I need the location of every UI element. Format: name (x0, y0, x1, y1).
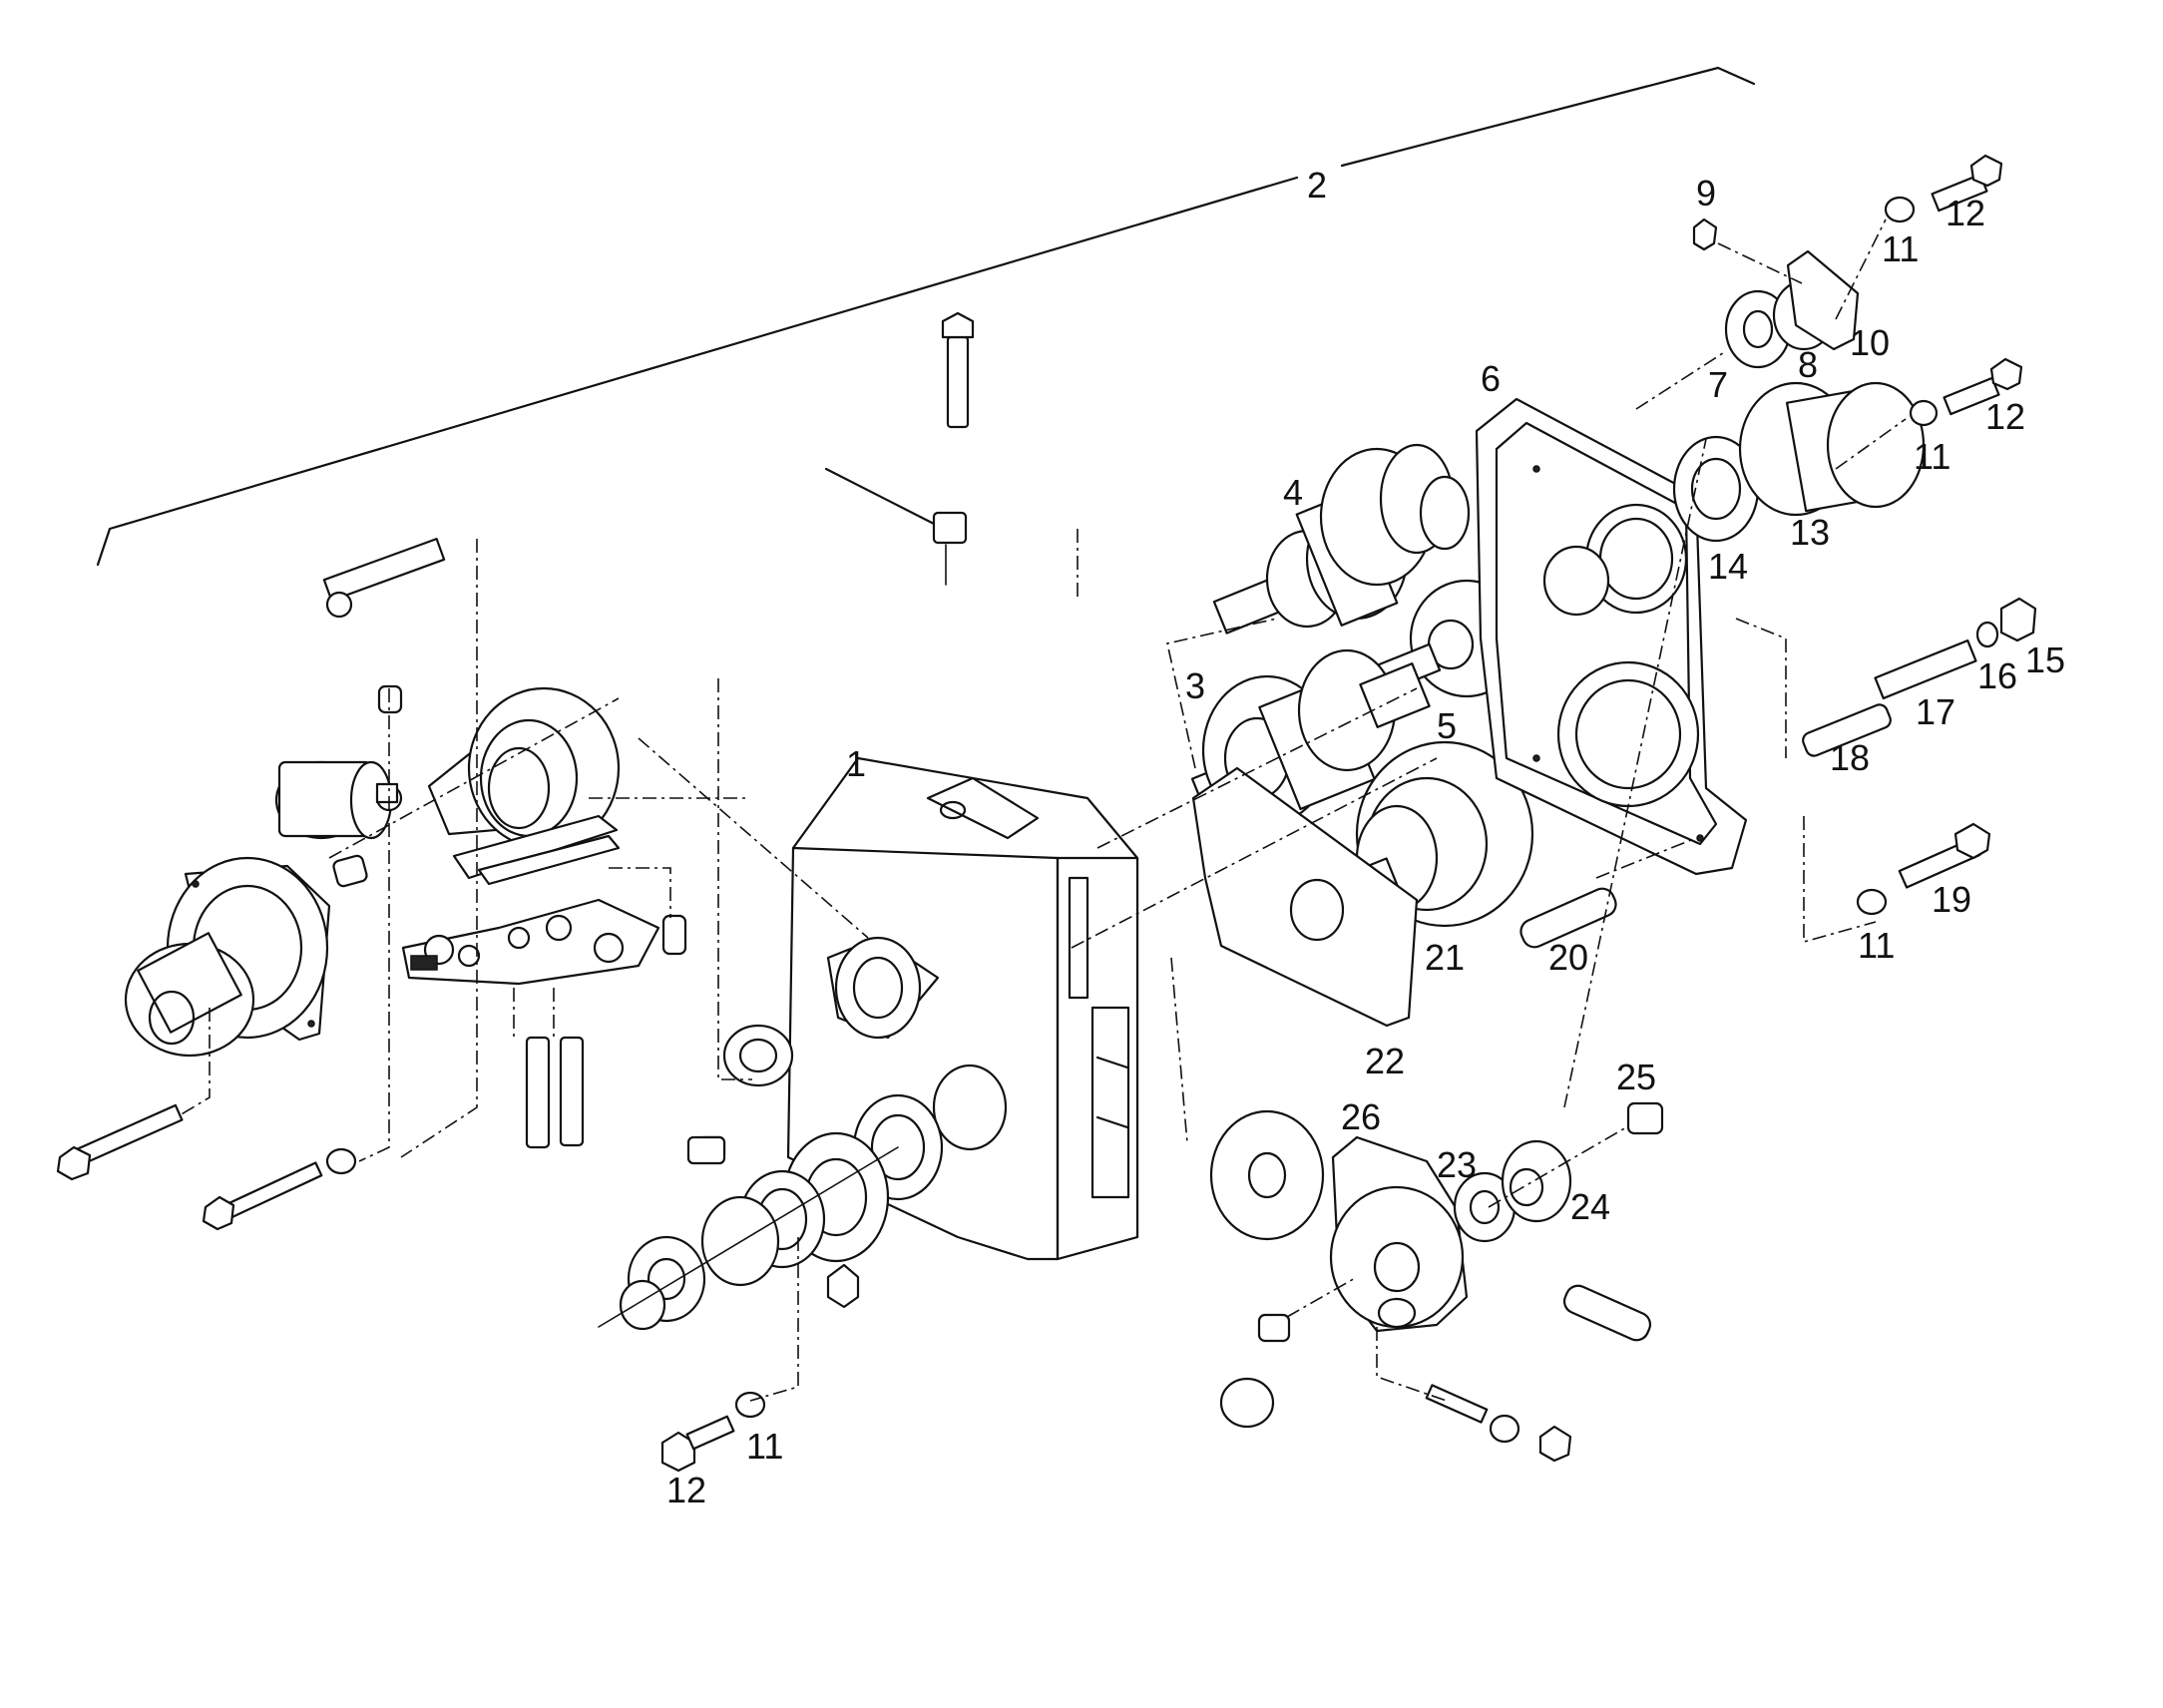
callout-22: 22 (1365, 1041, 1405, 1081)
assembly-bracket (96, 66, 1756, 567)
callout-14: 14 (1708, 546, 1748, 587)
valve-body (427, 686, 621, 850)
callout-25: 25 (1616, 1057, 1656, 1097)
callout-24: 24 (1570, 1186, 1610, 1227)
callout-21: 21 (1425, 937, 1465, 978)
callout-13: 13 (1790, 512, 1830, 553)
plate-22 (1191, 766, 1419, 1028)
pump-cylinder (274, 760, 403, 840)
callout-labels: 1 2 3 4 5 6 7 8 9 10 11 11 11 11 12 12 1… (666, 165, 2065, 1510)
callout-8: 8 (1798, 344, 1818, 385)
callout-18: 18 (1830, 737, 1870, 778)
callout-12-mid: 12 (1985, 396, 2025, 437)
callout-5: 5 (1437, 705, 1457, 746)
flange-13-14 (1672, 357, 2023, 543)
flange-adapter (124, 856, 331, 1058)
callout-10: 10 (1850, 322, 1890, 363)
top-right-parts (1692, 154, 2003, 369)
assembly-lead-lines (179, 218, 1907, 1402)
callout-19: 19 (1932, 879, 1971, 920)
pin-20 (1519, 887, 1617, 949)
valve-plate (452, 814, 621, 886)
callout-6: 6 (1481, 358, 1501, 399)
gear-shaft-3 (1190, 648, 1431, 826)
callout-7: 7 (1708, 364, 1728, 405)
callout-26: 26 (1341, 1096, 1381, 1137)
callout-11-top: 11 (1882, 228, 1919, 269)
callout-12-left: 12 (666, 1470, 706, 1510)
front-bearing-stack (598, 1024, 944, 1331)
callout-2: 2 (1307, 165, 1327, 206)
callout-12-top: 12 (1946, 193, 1985, 233)
left-fasteners (56, 538, 726, 1231)
callout-3: 3 (1185, 665, 1205, 706)
control-valve-block (401, 898, 660, 986)
cover-housing (1475, 397, 1748, 876)
callout-11-left: 11 (746, 1426, 783, 1467)
bolt-19-washer-11 (1856, 822, 1991, 916)
callout-23: 23 (1437, 1144, 1477, 1185)
callout-4: 4 (1283, 472, 1303, 513)
gear-shaft-4 (1212, 443, 1471, 635)
gear-pto (1209, 1109, 1325, 1241)
callout-20: 20 (1548, 937, 1588, 978)
pto-cover (1329, 1135, 1469, 1333)
pto-fasteners (1219, 1313, 1572, 1463)
callout-11-mid: 11 (1914, 436, 1950, 477)
callout-15: 15 (2025, 640, 2065, 680)
dipstick-assembly (824, 311, 975, 586)
bearing-23-24 (1453, 1101, 1664, 1342)
callout-1: 1 (846, 743, 866, 784)
stud-15-16-17-18 (1802, 597, 2037, 757)
callout-17: 17 (1916, 691, 1955, 732)
callout-9: 9 (1696, 173, 1716, 214)
callout-11-right: 11 (1858, 925, 1895, 966)
callout-16: 16 (1977, 655, 2017, 696)
